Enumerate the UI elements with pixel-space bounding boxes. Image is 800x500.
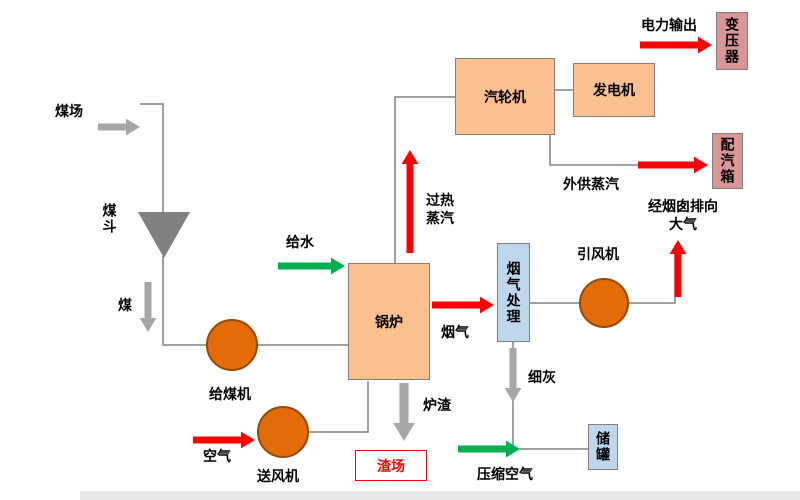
coal-feeder-node xyxy=(206,319,258,371)
generator-label: 发电机 xyxy=(593,82,635,98)
external-steam-label: 外供蒸汽 xyxy=(563,176,619,192)
flue-gas-treatment-label: 烟气处理 xyxy=(505,260,522,325)
turbine-ext-steam-line xyxy=(549,135,640,166)
fan-to-boiler-line xyxy=(309,381,369,433)
flue-gas-label: 烟气 xyxy=(441,324,469,340)
boiler-label: 锅炉 xyxy=(375,313,403,330)
coal-feeder-label: 给煤机 xyxy=(209,386,251,402)
coal-hopper-label: 煤斗 xyxy=(101,203,118,235)
coal-hopper-shape xyxy=(138,212,190,258)
superheated-steam-label: 过热蒸汽 xyxy=(426,192,454,226)
fine-ash-label: 细灰 xyxy=(528,369,556,385)
slag-yard-label: 渣场 xyxy=(377,457,405,474)
transformer-label: 变压器 xyxy=(724,17,740,65)
compressed-air-label: 压缩空气 xyxy=(477,466,533,482)
induced-draft-fan-node xyxy=(579,278,629,328)
coalyard-to-hopper-line xyxy=(140,103,164,213)
storage-tank-node: 储罐 xyxy=(588,424,618,470)
forced-draft-fan-node xyxy=(257,406,309,458)
flue-gas-treatment-node: 烟气处理 xyxy=(497,243,530,342)
transformer-node: 变压器 xyxy=(716,12,748,70)
hopper-to-boiler-line xyxy=(162,256,348,346)
treatment-to-tank-line xyxy=(512,342,588,450)
steam-turbine-node: 汽轮机 xyxy=(455,58,555,135)
forced-draft-fan-label: 送风机 xyxy=(257,468,299,484)
steam-distribution-label: 配汽箱 xyxy=(719,137,736,185)
boiler-node: 锅炉 xyxy=(348,263,430,380)
steam-turbine-label: 汽轮机 xyxy=(484,88,526,105)
coal-label: 煤 xyxy=(118,297,132,313)
to-atmosphere-label: 经烟囱排向大气 xyxy=(648,198,718,232)
power-output-label: 电力输出 xyxy=(641,17,697,33)
horizontal-scrollbar[interactable] xyxy=(80,491,800,500)
induced-draft-fan-label: 引风机 xyxy=(577,246,619,262)
slag-label: 炉渣 xyxy=(423,397,451,413)
coal-yard-label: 煤场 xyxy=(55,103,83,119)
generator-node: 发电机 xyxy=(573,63,655,117)
feed-water-label: 给水 xyxy=(286,234,314,250)
steam-distribution-node: 配汽箱 xyxy=(712,133,743,189)
slag-yard-node: 渣场 xyxy=(355,450,427,481)
air-label: 空气 xyxy=(203,448,231,464)
boiler-to-turbine-line xyxy=(394,96,455,263)
storage-tank-label: 储罐 xyxy=(595,431,611,463)
